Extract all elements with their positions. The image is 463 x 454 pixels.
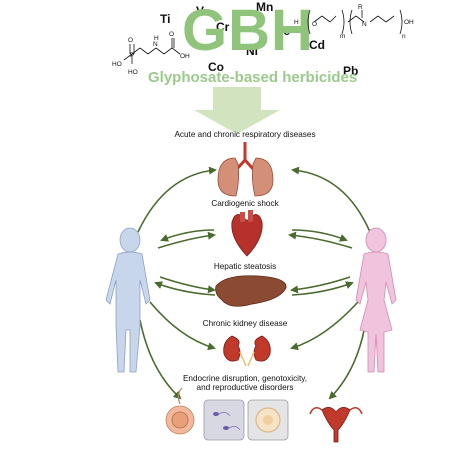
metal-ni: Ni <box>246 44 258 58</box>
oocyte-icon <box>247 399 289 441</box>
metal-co: Co <box>208 60 224 74</box>
metal-v: V <box>196 4 205 18</box>
arrow-female-to-reproductive <box>328 319 367 400</box>
surfactant-m: m <box>340 33 345 40</box>
uterus-icon <box>309 407 363 443</box>
female-figure-icon <box>355 227 397 373</box>
kidneys-icon <box>223 335 271 367</box>
surfactant-o1: O <box>312 21 317 28</box>
arrow-male-to-liver <box>159 276 216 294</box>
male-figure-icon <box>105 227 151 373</box>
sperm-icon <box>203 399 245 441</box>
glyphosate-ho1: HO <box>112 61 122 68</box>
metal-ti: Ti <box>160 12 171 26</box>
surfactant-n: N <box>362 21 367 28</box>
metal-cr: Cr <box>216 20 230 34</box>
glyphosate-o1: O <box>128 37 133 44</box>
glyphosate-n: N <box>153 41 158 48</box>
big-down-arrow <box>194 87 280 134</box>
glyphosate-ho2: HO <box>128 69 138 76</box>
arrow-liver-to-female <box>291 281 354 296</box>
heart-icon <box>231 210 263 257</box>
metal-cd: Cd <box>309 38 325 52</box>
arrow-heart-to-male <box>160 229 215 242</box>
surfactant-h: H <box>294 19 299 26</box>
glyphosate-oh: OH <box>180 53 190 60</box>
arrow-heart-to-female <box>291 229 348 242</box>
glyphosate-h: H <box>154 35 159 42</box>
arrow-female-to-liver <box>290 276 351 294</box>
label-endocrine-line2: and reproductive disorders <box>196 383 294 393</box>
surfactant-n-sub: n <box>402 33 406 40</box>
gbh-title: GBH <box>182 0 314 63</box>
testis-icon <box>165 387 195 435</box>
arrow-male-to-lungs <box>137 166 217 233</box>
label-cardiogenic: Cardiogenic shock <box>211 199 279 208</box>
label-hepatic: Hepatic steatosis <box>213 262 277 271</box>
metal-mn: Mn <box>256 0 274 14</box>
surfactant-oh: OH <box>404 19 414 26</box>
arrow-female-to-lungs <box>291 166 371 233</box>
surfactant-r: R <box>358 4 363 11</box>
label-kidney: Chronic kidney disease <box>202 319 288 328</box>
gbh-subtitle: Glyphosate-based herbicides <box>148 69 358 86</box>
label-endocrine-line1: Endocrine disruption, genotoxicity, <box>182 374 308 383</box>
arrow-male-to-reproductive <box>139 319 182 400</box>
arrow-female-to-kidney <box>290 301 359 351</box>
arrow-female-to-heart <box>288 231 353 249</box>
glyphosate-structure-icon: O HO HO P N H O OH <box>112 31 190 76</box>
metal-fe: Fe <box>276 24 291 38</box>
label-respiratory: Acute and chronic respiratory diseases <box>174 130 316 139</box>
label-endocrine: Endocrine disruption, genotoxicity, and … <box>160 374 330 393</box>
glyphosate-o2: O <box>169 31 174 38</box>
glyphosate-p: P <box>130 52 134 59</box>
lungs-icon <box>217 142 274 197</box>
arrow-male-to-kidney <box>149 301 216 351</box>
arrow-liver-to-male <box>154 281 216 296</box>
arrow-male-to-heart <box>157 231 216 249</box>
metal-pb: Pb <box>343 64 359 78</box>
liver-icon <box>215 275 287 307</box>
surfactant-structure-icon: H O m R N n OH <box>294 4 414 40</box>
